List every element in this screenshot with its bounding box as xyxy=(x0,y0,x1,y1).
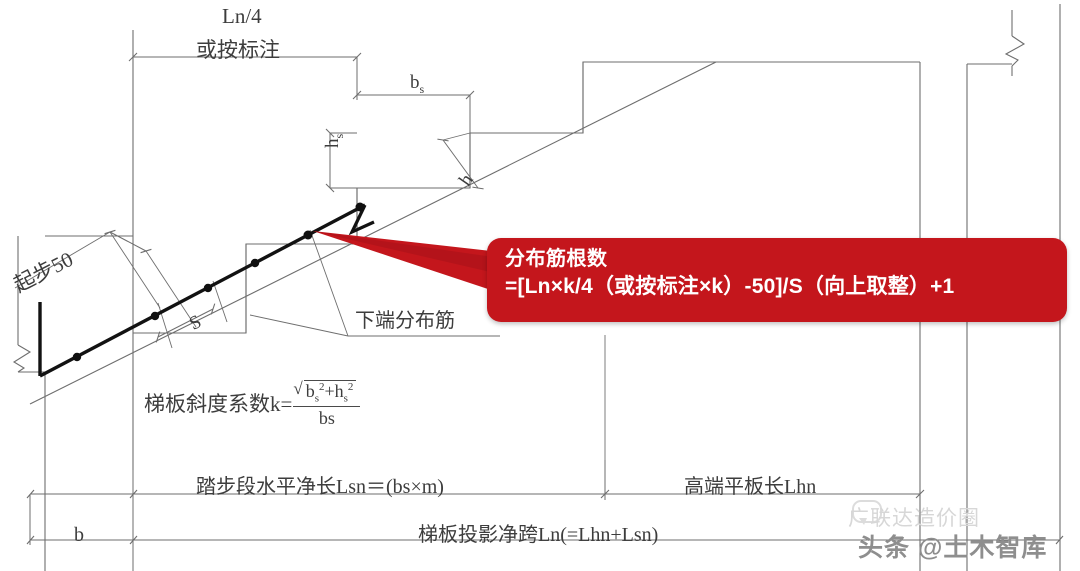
label-hs: hs xyxy=(322,134,347,148)
dim-start50 xyxy=(104,229,152,254)
callout-pointer xyxy=(313,231,500,292)
label-hs-main: h xyxy=(322,138,343,149)
label-tread-run: 踏步段水平净长Lsn＝(bs×m) xyxy=(196,476,444,498)
label-lower-distribution-bar: 下端分布筋 xyxy=(355,310,455,332)
rebar-dot xyxy=(250,258,260,268)
callout-title: 分布筋根数 xyxy=(505,248,608,270)
label-bs: bs xyxy=(410,72,424,97)
leader-1 xyxy=(249,314,349,337)
speech-bubble-icon xyxy=(852,500,882,525)
rebar-dot xyxy=(355,202,365,212)
rebar-dot xyxy=(150,311,160,321)
slope-coefficient-formula: 梯板斜度系数k= √ bs2+hs2 bs xyxy=(144,379,361,428)
rebar-dot xyxy=(303,230,313,240)
rebar-dots xyxy=(72,202,365,362)
left-break-symbol xyxy=(12,344,32,373)
rebar-end-hook xyxy=(348,204,375,236)
label-high-flat-length: 高端平板长Lhn xyxy=(684,476,817,498)
formula-hs: h xyxy=(334,381,344,401)
formula-hs-sup: 2 xyxy=(347,381,354,393)
label-b-dim: b xyxy=(74,524,84,546)
formula-bs-sup: 2 xyxy=(318,381,325,393)
leader-2 xyxy=(309,229,349,337)
formula-denominator: bs xyxy=(318,407,335,428)
formula-plus: + xyxy=(324,381,335,401)
formula-hs-sub: s xyxy=(343,392,348,405)
slab-upper-slope-line xyxy=(29,61,717,405)
slope-formula-prefix: 梯板斜度系数k= xyxy=(144,392,293,417)
label-bs-main: b xyxy=(410,72,420,93)
label-hs-sub: s xyxy=(331,133,346,139)
label-total-span: 梯板投影净跨Ln(=Lhn+Lsn) xyxy=(418,524,659,546)
label-or-by-mark: 或按标注 xyxy=(196,38,280,62)
rebar-dot xyxy=(72,352,82,362)
dim-h xyxy=(437,138,484,190)
formula-bs-sub: s xyxy=(314,392,319,405)
sqrt-icon: √ xyxy=(293,379,303,398)
formula-bs: b xyxy=(305,381,315,401)
label-ln4: Ln/4 xyxy=(222,4,262,28)
callout-box: 分布筋根数 =[Ln×k/4（或按标注×k）-50]/S（向上取整）+1 xyxy=(487,238,1067,322)
rebar-sloped-body xyxy=(39,203,366,378)
callout-formula: =[Ln×k/4（或按标注×k）-50]/S（向上取整）+1 xyxy=(505,275,955,298)
rebar-dot xyxy=(203,283,213,293)
label-bs-sub: s xyxy=(419,81,425,96)
